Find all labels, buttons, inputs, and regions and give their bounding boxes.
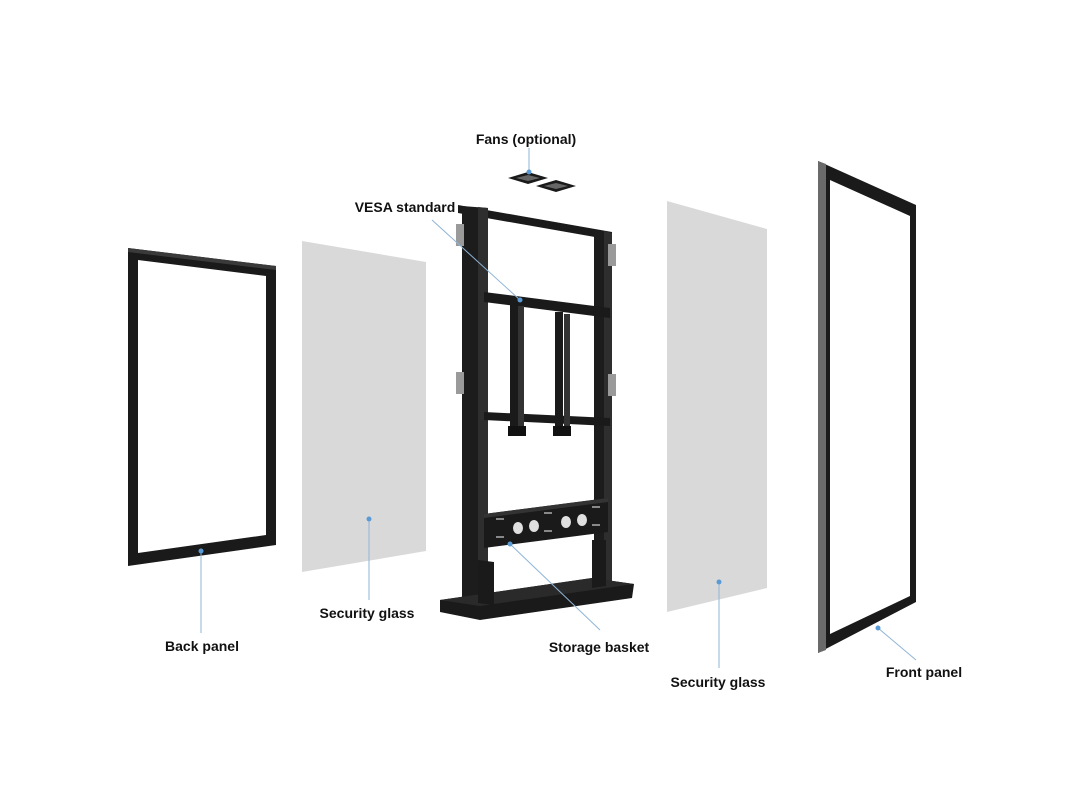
vesa-dot (517, 297, 523, 303)
security-glass-left-dot (366, 516, 372, 522)
security-glass-right (667, 201, 767, 612)
storage-basket (484, 498, 608, 548)
fans (508, 172, 576, 192)
storage-basket-dot (507, 541, 513, 547)
front-panel-label: Front panel (885, 664, 963, 680)
security-glass-left-label: Security glass (319, 605, 415, 621)
callout-dots (198, 169, 881, 631)
vesa-label: VESA standard (354, 199, 456, 215)
back-panel (128, 248, 276, 566)
fans-label: Fans (optional) (475, 131, 577, 147)
security-glass-right-label: Security glass (670, 674, 766, 690)
back-panel-label: Back panel (165, 638, 239, 654)
stand-frame (440, 205, 634, 620)
security-glass-right-dot (716, 579, 722, 585)
front-panel-dot (875, 625, 881, 631)
fans-dot (526, 169, 532, 175)
back-panel-dot (198, 548, 204, 554)
front-panel (818, 161, 916, 653)
security-glass-left (302, 241, 426, 572)
leader-lines (200, 148, 917, 668)
storage-basket-label: Storage basket (548, 639, 650, 655)
